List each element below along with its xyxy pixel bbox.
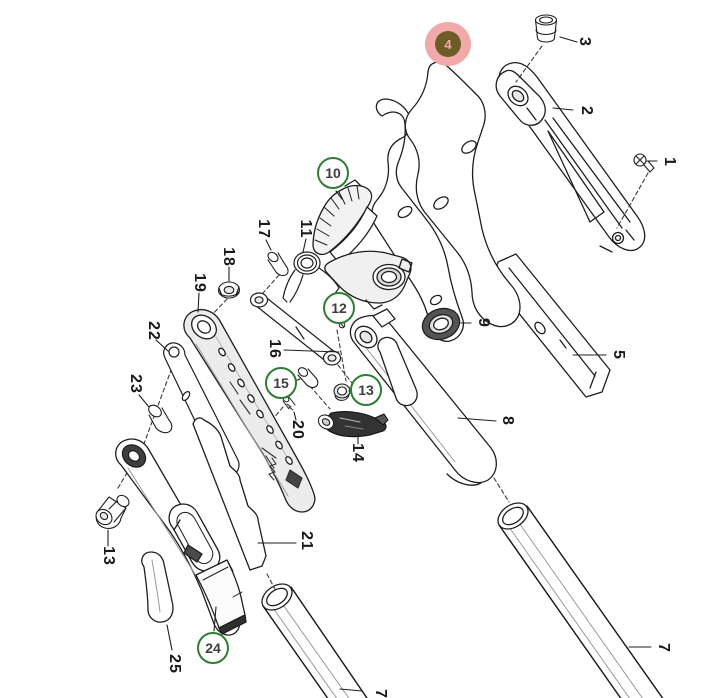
part-25-grip-drawing <box>141 551 174 623</box>
part-23-bushing-drawing <box>148 404 173 434</box>
part-3-cap-drawing <box>534 14 558 43</box>
part-19-lever-drawing <box>183 308 316 513</box>
part-11-spring-drawing <box>282 251 340 303</box>
part-21-cover-drawing <box>192 417 267 571</box>
part-18-nut-drawing <box>217 281 241 299</box>
part-7-tube-right-drawing <box>497 502 664 698</box>
part-13-bushing-drawing <box>333 383 351 401</box>
part-12-screws-drawing <box>331 315 346 329</box>
part-17-pin-drawing <box>267 251 289 277</box>
part-10-cam-assembly-drawing <box>312 179 413 310</box>
part-2-handle-drawing <box>495 62 646 253</box>
part-15-bushing-drawing <box>297 367 319 389</box>
part-24-lever-drawing <box>115 438 247 636</box>
part-4-blade-drawing <box>404 61 521 328</box>
part-13-screw-drawing <box>95 494 130 529</box>
part-9-washer-drawing <box>421 307 461 341</box>
part-7-tube-left-drawing <box>261 583 368 698</box>
part-20-pin-drawing <box>282 395 296 411</box>
part-8-arm-drawing <box>349 308 497 486</box>
part-16-link-drawing <box>249 292 342 366</box>
part-14-pawl-drawing <box>317 411 389 438</box>
label-leader-lines <box>107 36 658 692</box>
part-5-blade-drawing <box>492 253 611 398</box>
part-1-screw-drawing <box>633 153 655 173</box>
